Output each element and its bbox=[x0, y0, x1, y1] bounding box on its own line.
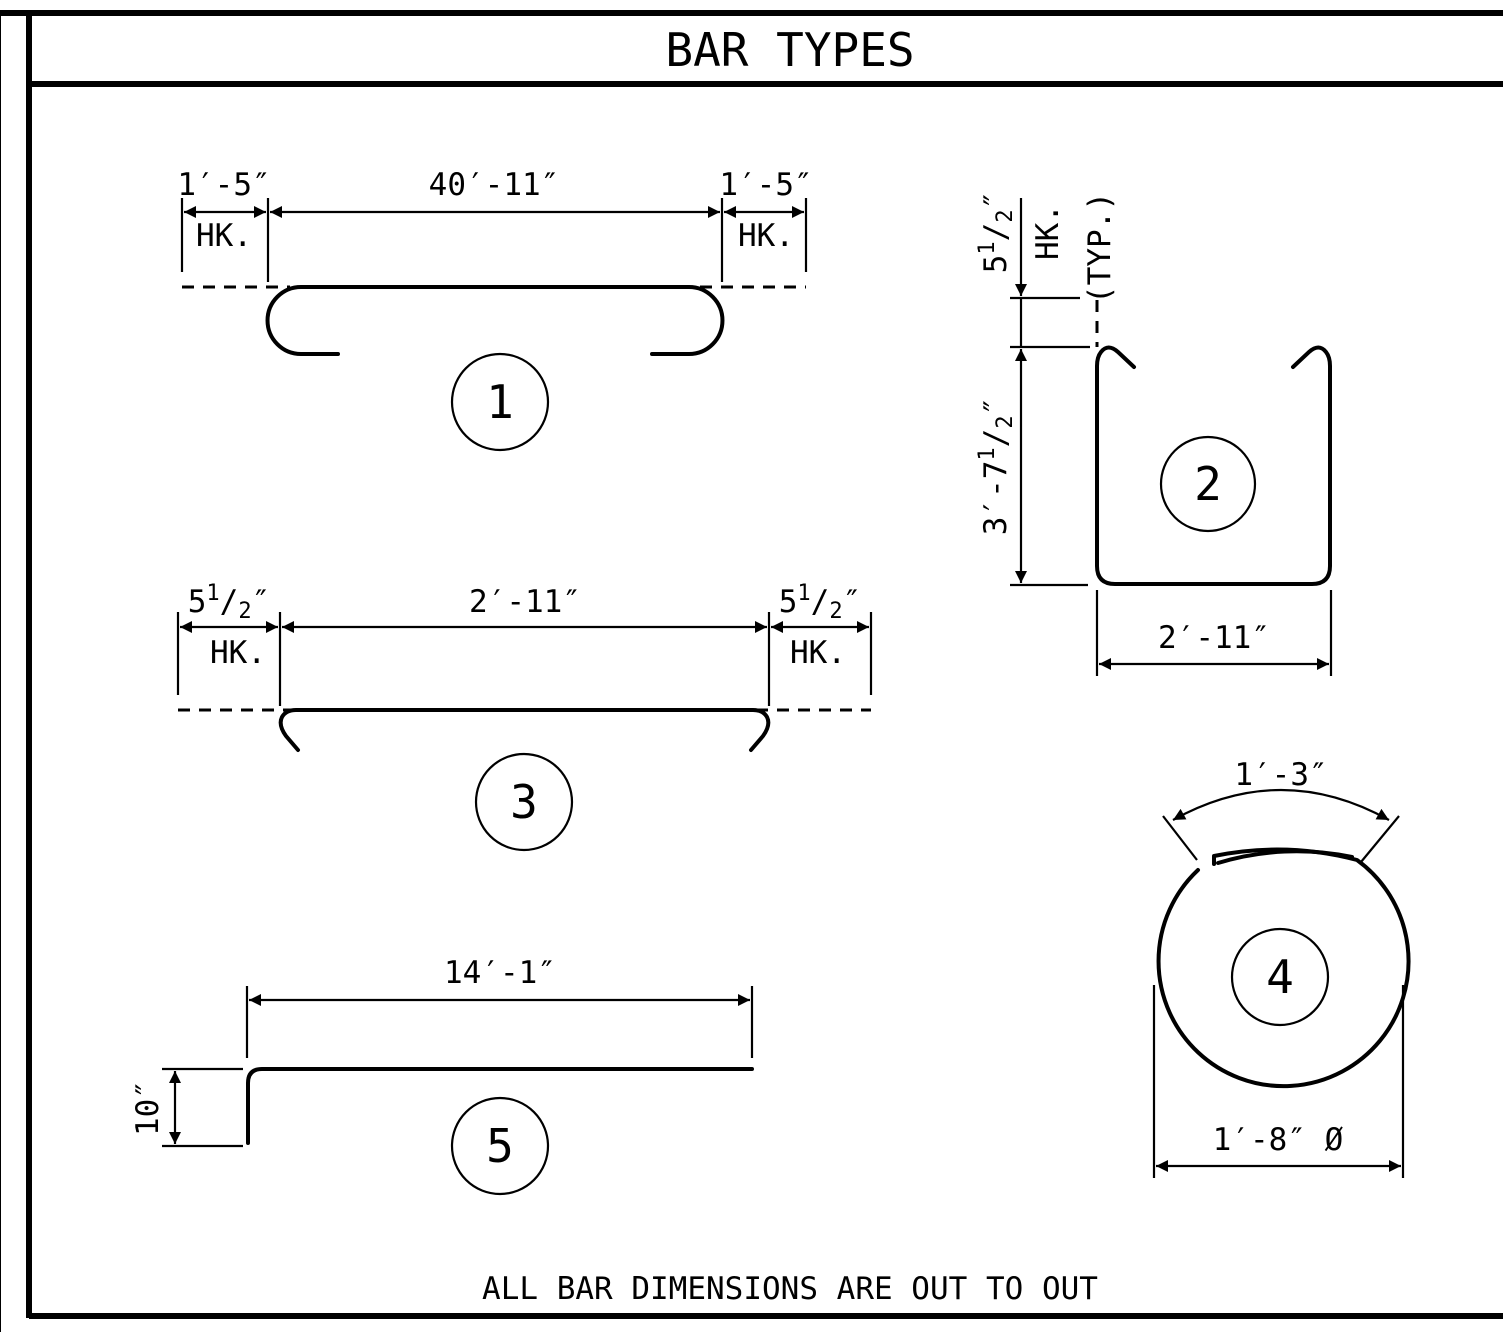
bar-number-1: 1 bbox=[486, 375, 514, 429]
bar-mark-5 bbox=[450, 1096, 550, 1196]
dim-arc-4 bbox=[1172, 788, 1390, 821]
hook-note-2: (TYP.) bbox=[1082, 192, 1118, 304]
bar-type-3: 51/2″ HK. 2′-11″ 51/2″ HK. 3 bbox=[176, 581, 873, 852]
arc-dim-4: 1′-3″ bbox=[1234, 757, 1327, 793]
bar-mark-3 bbox=[474, 752, 574, 852]
bar-shape-5 bbox=[246, 1067, 754, 1145]
bar-number-5: 5 bbox=[486, 1119, 514, 1173]
sheet-frame bbox=[0, 10, 1503, 1332]
general-note: ALL BAR DIMENSIONS ARE OUT TO OUT bbox=[482, 1271, 1098, 1307]
hook-right-dim-1: 1′-5″ bbox=[719, 167, 812, 203]
bar-mark-2 bbox=[1159, 435, 1257, 533]
length-dim-5: 14′-1″ bbox=[444, 955, 556, 991]
bar-shape-4 bbox=[1156, 847, 1411, 1089]
hook-right-label-1: HK. bbox=[738, 218, 794, 254]
bar-type-4: 1′-3″ 1′-8″ Ø 4 bbox=[1152, 757, 1411, 1178]
hook-right-dim-3: 51/2″ bbox=[779, 581, 862, 624]
bar-mark-1 bbox=[450, 352, 550, 452]
hook-label-2: HK. bbox=[1030, 204, 1066, 260]
diameter-dim-4: 1′-8″ Ø bbox=[1213, 1122, 1344, 1158]
bar-shape-2 bbox=[1095, 345, 1332, 586]
hook-right-label-3: HK. bbox=[790, 635, 846, 671]
height-dim-2: 3′-71/2″ bbox=[975, 397, 1018, 536]
bar-type-5: 14′-1″ 10″ 5 bbox=[130, 955, 754, 1196]
bar-type-1: 1′-5″ HK. 40′-11″ 1′-5″ HK. 1 bbox=[177, 167, 813, 452]
width-dim-2: 2′-11″ bbox=[1158, 620, 1270, 656]
hook-left-label-3: HK. bbox=[210, 635, 266, 671]
bar-shape-1 bbox=[265, 285, 725, 356]
bar-type-2: 51/2″ HK. (TYP.) 3′-71/2″ 2′-11″ 2 bbox=[975, 191, 1333, 676]
bar-number-2: 2 bbox=[1194, 457, 1222, 511]
bar-mark-4 bbox=[1230, 927, 1330, 1027]
hook-left-label-1: HK. bbox=[196, 218, 252, 254]
bar-shape-3 bbox=[278, 708, 771, 752]
bar-number-4: 4 bbox=[1266, 950, 1294, 1004]
hook-left-dim-3: 51/2″ bbox=[188, 581, 271, 624]
hook-dim-2: 51/2″ bbox=[975, 191, 1018, 274]
hook-left-dim-1: 1′-5″ bbox=[177, 167, 270, 203]
bar-number-3: 3 bbox=[510, 775, 538, 829]
length-dim-1: 40′-11″ bbox=[429, 167, 560, 203]
sheet-title: BAR TYPES bbox=[665, 23, 914, 77]
leg-dim-5: 10″ bbox=[130, 1080, 166, 1136]
length-dim-3: 2′-11″ bbox=[469, 584, 581, 620]
